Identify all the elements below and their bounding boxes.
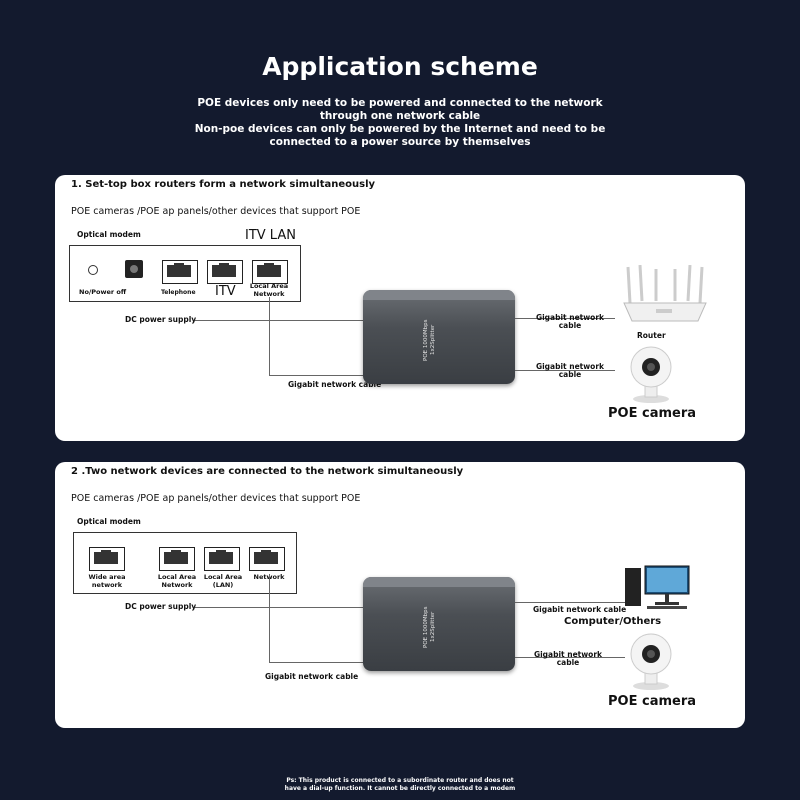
gigabit-cable-label: Gigabit network cable — [288, 380, 382, 389]
itv-port-icon — [207, 260, 243, 284]
router-label: Router — [637, 331, 666, 340]
optical-modem-label: Optical modem — [77, 230, 141, 239]
router-icon — [620, 264, 710, 325]
dc-power-wire — [195, 320, 365, 322]
footnote: Ps: This product is connected to a subor… — [150, 777, 650, 793]
dc-power-wire — [195, 607, 365, 609]
footnote-line-1: Ps: This product is connected to a subor… — [286, 777, 514, 784]
telephone-port-icon — [162, 260, 198, 284]
subtitle-line-4: connected to a power source by themselve… — [269, 136, 531, 148]
network-port-icon — [249, 547, 285, 571]
panel-1-title: 1. Set-top box routers form a network si… — [71, 179, 376, 190]
subtitle-line-3: Non-poe devices can only be powered by t… — [194, 123, 606, 135]
poe-camera-label: POE camera — [608, 406, 697, 421]
lan-label: Local Area Network — [249, 282, 289, 298]
poe-camera-icon — [623, 632, 679, 690]
page-title: Application scheme — [262, 52, 538, 81]
poe-camera-icon — [623, 345, 679, 403]
lan2-port-icon — [204, 547, 240, 571]
power-label: No/Power off — [79, 288, 127, 296]
footnote-line-2: have a dial-up function. It cannot be di… — [284, 785, 516, 792]
poe-splitter-device: POE 1000Mbps 1x2Splitter — [363, 577, 515, 671]
lan-port-icon — [159, 547, 195, 571]
splitter-label: POE 1000Mbps 1x2Splitter — [423, 319, 436, 361]
computer-label: Computer/Others — [564, 616, 662, 627]
power-indicator-icon — [88, 265, 98, 275]
wan-port-icon — [89, 547, 125, 571]
lan-label: Local Area Network — [157, 573, 197, 589]
subtitle-line-1: POE devices only need to be powered and … — [197, 97, 603, 109]
itv-lan-label: ITV LAN — [245, 228, 296, 243]
panel-2-description: POE cameras /POE ap panels/other devices… — [71, 493, 361, 504]
optical-modem: No/Power off Telephone ITV Local Area Ne… — [69, 245, 301, 302]
dc-power-label: DC power supply — [125, 315, 197, 324]
scheme-panel-2: 2 .Two network devices are connected to … — [55, 462, 745, 728]
panel-1-description: POE cameras /POE ap panels/other devices… — [71, 206, 361, 217]
lan2-label: Local Area (LAN) — [203, 573, 243, 589]
lan-wire-vertical — [269, 297, 271, 375]
optical-modem: Wide area network Local Area Network Loc… — [73, 532, 297, 594]
wan-label: Wide area network — [88, 573, 126, 589]
output-2-label: Gigabit network cable — [535, 362, 605, 379]
lan-wire-horizontal — [269, 662, 365, 664]
itv-label: ITV — [215, 284, 236, 299]
output-wire-1 — [515, 318, 615, 320]
output-2-label: Gigabit network cable — [533, 650, 603, 667]
scheme-panel-1: 1. Set-top box routers form a network si… — [55, 175, 745, 441]
panel-2-title: 2 .Two network devices are connected to … — [71, 466, 464, 477]
computer-icon — [623, 564, 693, 610]
splitter-label: POE 1000Mbps 1x2Splitter — [423, 606, 436, 648]
poe-camera-label: POE camera — [608, 694, 697, 709]
gigabit-cable-label: Gigabit network cable — [265, 672, 359, 681]
poe-splitter-device: POE 1000Mbps 1x2Splitter — [363, 290, 515, 384]
output-wire-1 — [515, 602, 625, 604]
dc-power-label: DC power supply — [125, 602, 197, 611]
output-wire-2 — [515, 370, 615, 372]
dc-jack-icon — [125, 260, 143, 278]
subtitle-line-2: through one network cable — [319, 110, 481, 122]
telephone-label: Telephone — [161, 289, 196, 296]
lan-port-icon — [252, 260, 288, 284]
output-1-label: Gigabit network cable — [535, 313, 605, 330]
optical-modem-label: Optical modem — [77, 517, 141, 526]
lan-wire-vertical — [269, 574, 271, 662]
output-wire-2 — [515, 657, 625, 659]
output-1-label: Gigabit network cable — [533, 605, 627, 614]
lan-wire-horizontal — [269, 375, 365, 377]
